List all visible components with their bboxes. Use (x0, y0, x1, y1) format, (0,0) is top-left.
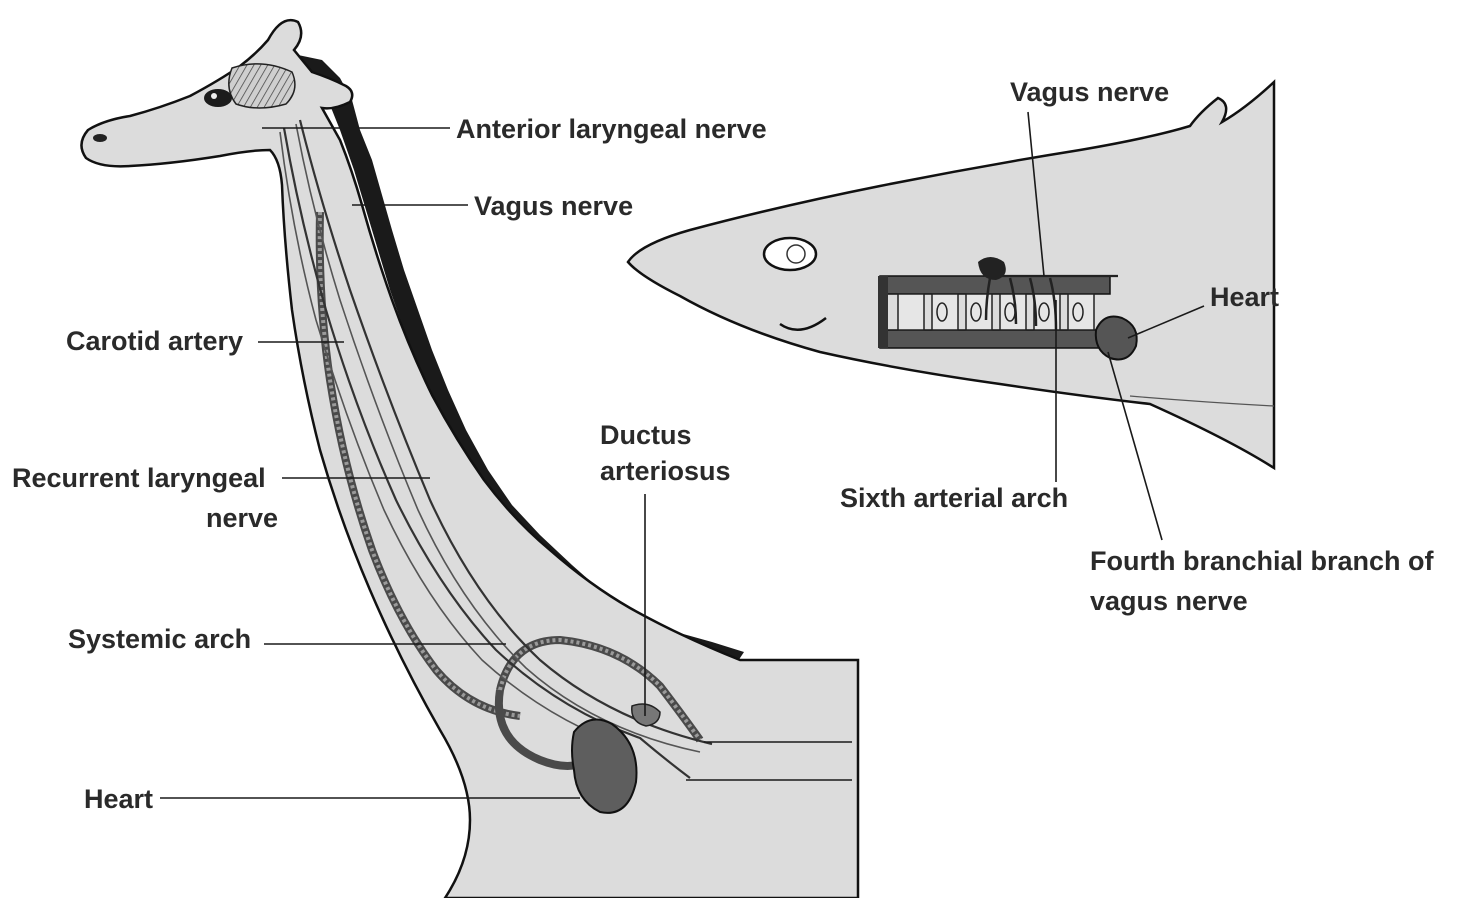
label-heart-giraffe: Heart (84, 784, 153, 814)
label-systemic-arch: Systemic arch (68, 624, 251, 654)
giraffe-illustration (81, 20, 858, 898)
giraffe-body (81, 20, 858, 898)
label-ductus-line1: Ductus (600, 420, 692, 450)
label-anterior-laryngeal-nerve: Anterior laryngeal nerve (456, 114, 767, 144)
label-heart-shark: Heart (1210, 282, 1279, 312)
shark-heart (1096, 317, 1137, 360)
label-fourth-branch-line2: vagus nerve (1090, 586, 1248, 616)
label-ductus-line2: arteriosus (600, 456, 731, 486)
label-recurrent-laryngeal-line1: Recurrent laryngeal (12, 463, 266, 493)
label-vagus-nerve-shark: Vagus nerve (1010, 77, 1169, 107)
giraffe-ossicone-patch (229, 64, 295, 108)
label-fourth-branch-line1: Fourth branchial branch of (1090, 546, 1435, 576)
label-carotid-artery: Carotid artery (66, 326, 243, 356)
label-recurrent-laryngeal-line2: nerve (206, 503, 278, 533)
giraffe-eye (204, 89, 232, 107)
label-sixth-arterial-arch: Sixth arterial arch (840, 483, 1068, 513)
label-vagus-nerve-giraffe: Vagus nerve (474, 191, 633, 221)
